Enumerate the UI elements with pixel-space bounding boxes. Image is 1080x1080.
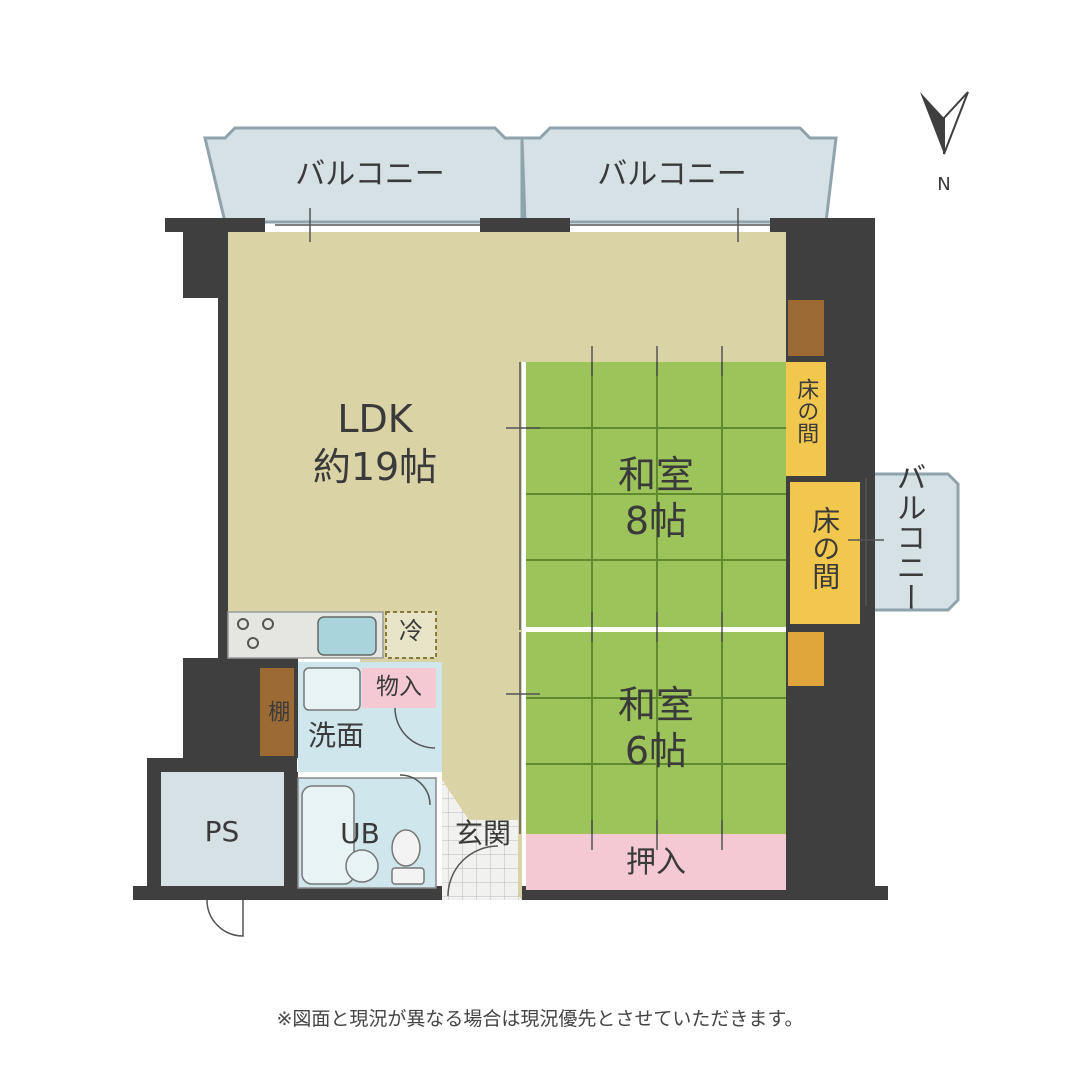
balcony-label-2: バルコニー xyxy=(597,157,747,192)
ldk-name: LDK xyxy=(337,397,413,441)
window-marks xyxy=(275,208,884,850)
fridge-label: 冷 xyxy=(399,617,423,645)
tokonoma-upper xyxy=(786,362,826,476)
tatami-8jo xyxy=(526,362,786,627)
storage-label: 物入 xyxy=(376,674,422,700)
ldk-size: 約19帖 xyxy=(312,445,438,489)
toilet-tank xyxy=(391,867,425,885)
balcony-label-3: バルコニー xyxy=(890,462,926,612)
ps-label: PS xyxy=(204,815,240,848)
compass-label: N xyxy=(937,174,951,195)
shelf-box xyxy=(260,668,294,756)
door-swings xyxy=(206,707,499,937)
north-arrow-icon xyxy=(920,91,969,155)
bathroom-sink xyxy=(345,849,379,883)
tokonoma-label-1: 床の間 xyxy=(793,378,819,444)
pillar-lower xyxy=(788,632,824,686)
entrance-label: 玄関 xyxy=(454,817,511,850)
oshiire-floor xyxy=(526,834,786,890)
balcony-top-left xyxy=(203,126,524,224)
toilet xyxy=(391,829,421,867)
tokonoma-lower xyxy=(790,482,860,624)
washitsu6-name: 和室 xyxy=(617,683,694,727)
washroom-label: 洗面 xyxy=(307,719,364,752)
disclaimer: ※図面と現況が異なる場合は現況優先とさせていただきます。 xyxy=(276,1008,804,1030)
entrance-lower xyxy=(448,820,518,896)
washitsu8-name: 和室 xyxy=(617,453,694,497)
wash-basin xyxy=(303,667,361,711)
tokonoma-label-2: 床の間 xyxy=(808,506,842,590)
balcony-label-1: バルコニー xyxy=(295,157,445,192)
ps-floor xyxy=(161,772,284,886)
shelf-label: 棚 xyxy=(264,700,290,722)
ldk-floor xyxy=(228,232,786,900)
bathroom-label: UB xyxy=(340,817,380,850)
tatami-6jo xyxy=(526,632,786,834)
storage-floor xyxy=(362,668,436,708)
compass: N xyxy=(914,88,974,195)
bathtub xyxy=(301,785,355,885)
washitsu8-size: 8帖 xyxy=(624,499,688,543)
fridge-space xyxy=(385,611,437,659)
closet-label: 押入 xyxy=(626,845,686,880)
washitsu6-size: 6帖 xyxy=(624,729,688,773)
pillar-upper xyxy=(788,300,824,356)
balcony-top-right xyxy=(520,126,838,224)
kitchen-counter xyxy=(227,611,384,659)
